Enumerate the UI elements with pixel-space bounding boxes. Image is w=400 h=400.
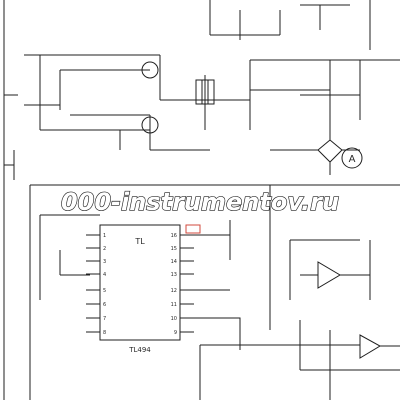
accent-component [185, 224, 201, 234]
top-right-wire [209, 0, 371, 50]
ic-pin-numbers-right: 16 15 14 13 12 11 10 9 [171, 233, 177, 336]
pin-number: 5 [103, 288, 106, 294]
pin-number: 4 [103, 272, 106, 278]
bridge-rectifier [317, 139, 343, 163]
mid-bus [29, 184, 400, 400]
upper-chain-wire [24, 54, 160, 130]
opamp-wire [280, 239, 400, 371]
transformer-core [201, 80, 209, 104]
ic-pin-stubs-left [86, 234, 100, 333]
pin-number: 9 [174, 330, 177, 336]
pin-number: 10 [171, 316, 177, 322]
watermark-text: 000-instrumentov.ru [61, 188, 339, 216]
pin-number: 3 [103, 259, 106, 265]
pin-number: 14 [171, 259, 177, 265]
opamp-lower [359, 334, 382, 359]
left-rail-branch [4, 94, 18, 180]
pin-number: 1 [103, 233, 106, 239]
transistor-lower [141, 116, 159, 134]
pin-number: 11 [171, 302, 177, 308]
ic-main-label: TL494 [128, 346, 151, 354]
ic-chip-body [99, 224, 181, 341]
transistor-upper [141, 61, 159, 79]
ammeter-symbol [341, 147, 363, 169]
transformer-coupling-wire [159, 55, 250, 130]
right-output-wire [249, 59, 400, 130]
pin-number: 6 [103, 302, 106, 308]
ammeter-label: A [349, 154, 356, 165]
pin-number: 16 [171, 233, 177, 239]
pin-number: 15 [171, 246, 177, 252]
pin-number: 2 [103, 246, 106, 252]
bridge-wire [270, 120, 360, 175]
pin-number: 8 [103, 330, 106, 336]
pin-number: 12 [171, 288, 177, 294]
pin-number: 13 [171, 272, 177, 278]
transformer [195, 79, 215, 105]
opamp-upper [317, 261, 341, 289]
pin-number: 7 [103, 316, 106, 322]
ic-small-label: TL [134, 237, 145, 246]
ic-pin-stubs-right [180, 234, 194, 333]
bottom-wire [199, 330, 331, 400]
ic-pin-numbers-left: 1 2 3 4 5 6 7 8 [103, 233, 106, 336]
ic-peripheral-wire [39, 214, 241, 350]
lower-chain-wire [24, 104, 210, 151]
